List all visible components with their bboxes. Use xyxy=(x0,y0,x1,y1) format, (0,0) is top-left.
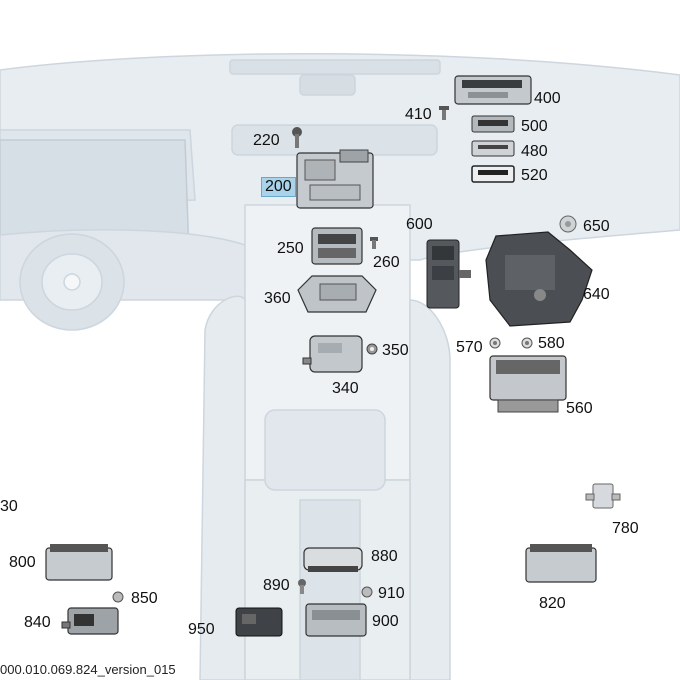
label-840[interactable]: 840 xyxy=(24,614,51,631)
label-580[interactable]: 580 xyxy=(538,335,565,352)
label-360[interactable]: 360 xyxy=(264,290,291,307)
part-250[interactable] xyxy=(311,227,363,265)
label-500[interactable]: 500 xyxy=(521,118,548,135)
label-250[interactable]: 250 xyxy=(277,240,304,257)
part-520[interactable] xyxy=(471,165,515,183)
part-570-nut[interactable] xyxy=(489,337,501,349)
part-340[interactable] xyxy=(302,335,363,373)
part-820[interactable] xyxy=(525,544,597,583)
label-890[interactable]: 890 xyxy=(263,577,290,594)
label-260[interactable]: 260 xyxy=(373,254,400,271)
part-900[interactable] xyxy=(305,603,367,637)
label-800[interactable]: 800 xyxy=(9,554,36,571)
label-520[interactable]: 520 xyxy=(521,167,548,184)
part-560[interactable] xyxy=(489,355,567,413)
label-850[interactable]: 850 xyxy=(131,590,158,607)
label-880[interactable]: 880 xyxy=(371,548,398,565)
label-640[interactable]: 640 xyxy=(583,286,610,303)
label-560[interactable]: 560 xyxy=(566,400,593,417)
label-410[interactable]: 410 xyxy=(405,106,432,123)
label-400[interactable]: 400 xyxy=(534,90,561,107)
diagram-version-footer: 000.010.069.824_version_015 xyxy=(0,662,176,677)
part-580-nut[interactable] xyxy=(521,337,533,349)
part-260-screw[interactable] xyxy=(370,237,378,249)
label-780[interactable]: 780 xyxy=(612,520,639,537)
label-950[interactable]: 950 xyxy=(188,621,215,638)
label-900[interactable]: 900 xyxy=(372,613,399,630)
part-640[interactable] xyxy=(485,231,593,327)
part-890-screw[interactable] xyxy=(298,579,306,594)
label-480[interactable]: 480 xyxy=(521,143,548,160)
part-600[interactable] xyxy=(426,239,471,309)
part-220-screw[interactable] xyxy=(292,127,302,148)
label-600[interactable]: 600 xyxy=(406,216,433,233)
part-410-screw[interactable] xyxy=(439,106,449,120)
part-500[interactable] xyxy=(471,115,515,133)
part-840[interactable] xyxy=(61,607,119,635)
part-950[interactable] xyxy=(235,607,283,637)
label-910[interactable]: 910 xyxy=(378,585,405,602)
label-220[interactable]: 220 xyxy=(253,132,280,149)
part-650-nut[interactable] xyxy=(559,215,577,233)
part-350-nut[interactable] xyxy=(366,343,378,355)
part-360[interactable] xyxy=(297,275,377,313)
label-340[interactable]: 340 xyxy=(332,380,359,397)
part-880[interactable] xyxy=(303,547,363,572)
label-200[interactable]: 200 xyxy=(261,177,296,197)
part-780[interactable] xyxy=(585,483,621,509)
part-200[interactable] xyxy=(296,149,374,209)
dashboard-silhouette xyxy=(0,53,680,680)
part-850-nut[interactable] xyxy=(112,591,124,603)
part-910-nut[interactable] xyxy=(361,586,373,598)
label-570[interactable]: 570 xyxy=(456,339,483,356)
part-800[interactable] xyxy=(45,544,113,581)
label-30-partial[interactable]: 30 xyxy=(0,498,18,515)
label-820[interactable]: 820 xyxy=(539,595,566,612)
label-350[interactable]: 350 xyxy=(382,342,409,359)
label-650[interactable]: 650 xyxy=(583,218,610,235)
part-480[interactable] xyxy=(471,140,515,157)
part-400[interactable] xyxy=(454,75,532,105)
